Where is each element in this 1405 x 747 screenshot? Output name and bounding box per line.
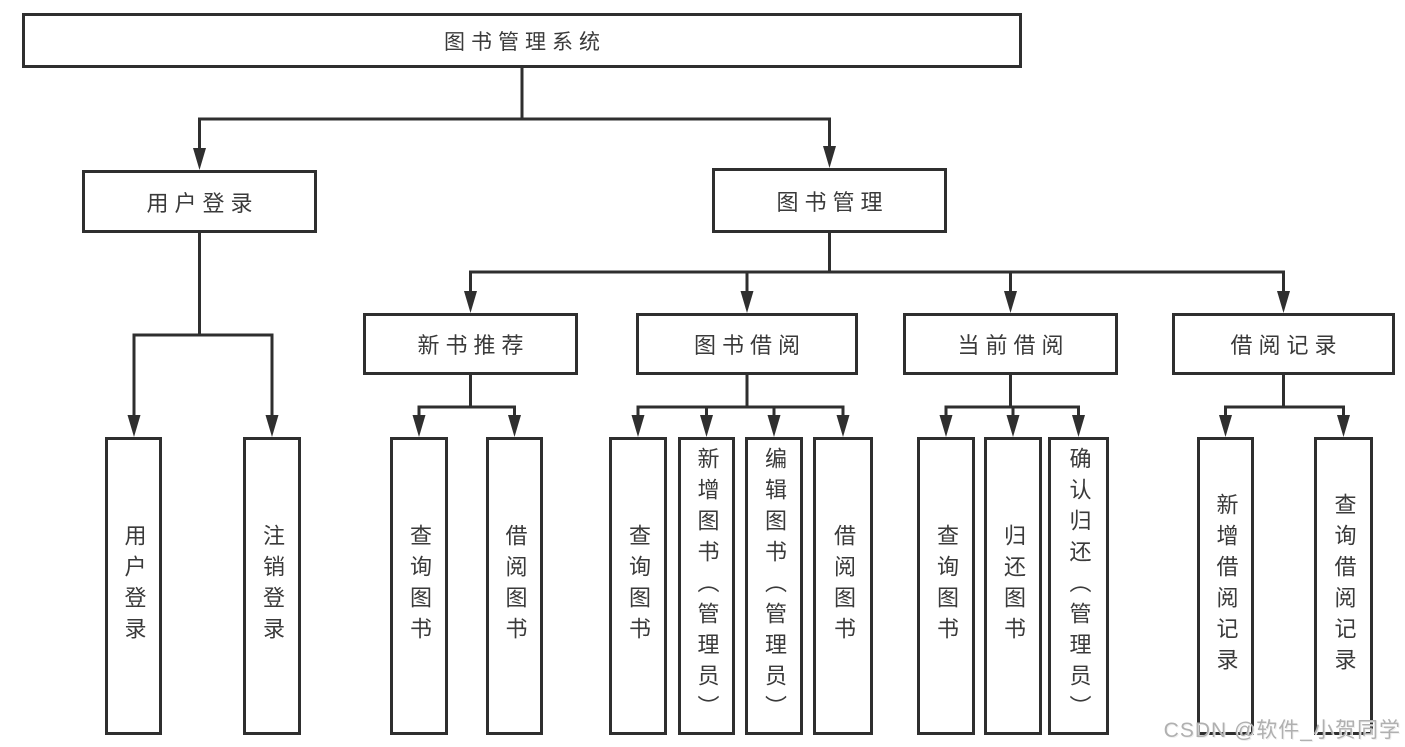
leaf-borrow-books-1: 借阅图书 [486, 437, 543, 735]
leaf-query-borrow-record: 查询借阅记录 [1314, 437, 1373, 735]
leaf-add-borrow-record: 新增借阅记录 [1197, 437, 1254, 735]
node-library-management-system: 图书管理系统 [22, 13, 1022, 68]
node-borrowing-records: 借阅记录 [1172, 313, 1395, 375]
leaf-user-login: 用户登录 [105, 437, 162, 735]
leaf-return-books: 归还图书 [984, 437, 1042, 735]
node-book-borrowing: 图书借阅 [636, 313, 858, 375]
leaf-query-books-1: 查询图书 [390, 437, 448, 735]
leaf-query-books-2: 查询图书 [609, 437, 667, 735]
leaf-borrow-books-2: 借阅图书 [813, 437, 873, 735]
leaf-add-books-admin: 新增图书（管理员） [678, 437, 735, 735]
leaf-query-books-3: 查询图书 [917, 437, 975, 735]
leaf-edit-books-admin: 编辑图书（管理员） [745, 437, 803, 735]
node-user-login-branch: 用户登录 [82, 170, 317, 233]
node-new-book-recommend: 新书推荐 [363, 313, 578, 375]
node-current-borrowing: 当前借阅 [903, 313, 1118, 375]
node-book-management-branch: 图书管理 [712, 168, 947, 233]
leaf-logout: 注销登录 [243, 437, 301, 735]
leaf-confirm-return-admin: 确认归还（管理员） [1048, 437, 1109, 735]
